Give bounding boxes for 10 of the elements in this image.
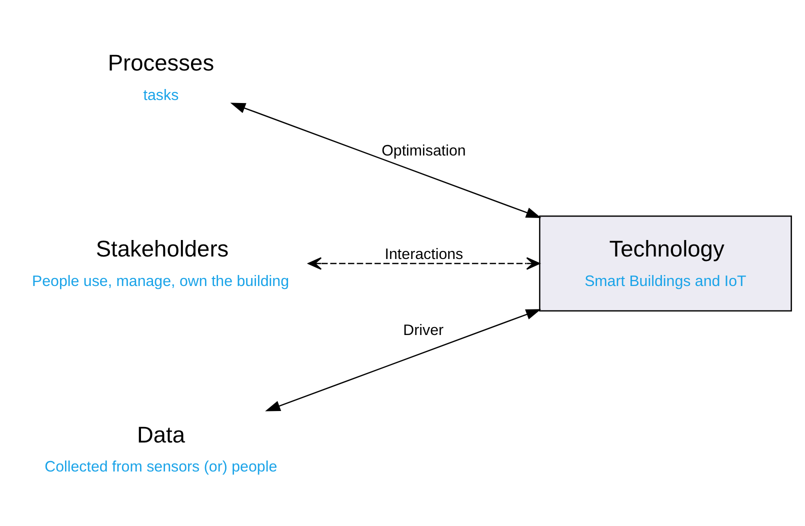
edge-label: Driver — [403, 322, 444, 339]
node-text: Data Collected from sensors (or) people — [44, 420, 278, 476]
arrow — [265, 308, 542, 411]
edge-label: Optimisation — [382, 142, 466, 160]
arrow — [308, 256, 540, 270]
node-box: Technology Smart Buildings and IoT — [539, 214, 792, 312]
arrow — [230, 102, 542, 218]
edge-label: Interactions — [384, 246, 464, 263]
node-text: Stakeholders People use, manage, own the building — [32, 234, 290, 290]
node-text: Processes tasks — [108, 49, 214, 104]
